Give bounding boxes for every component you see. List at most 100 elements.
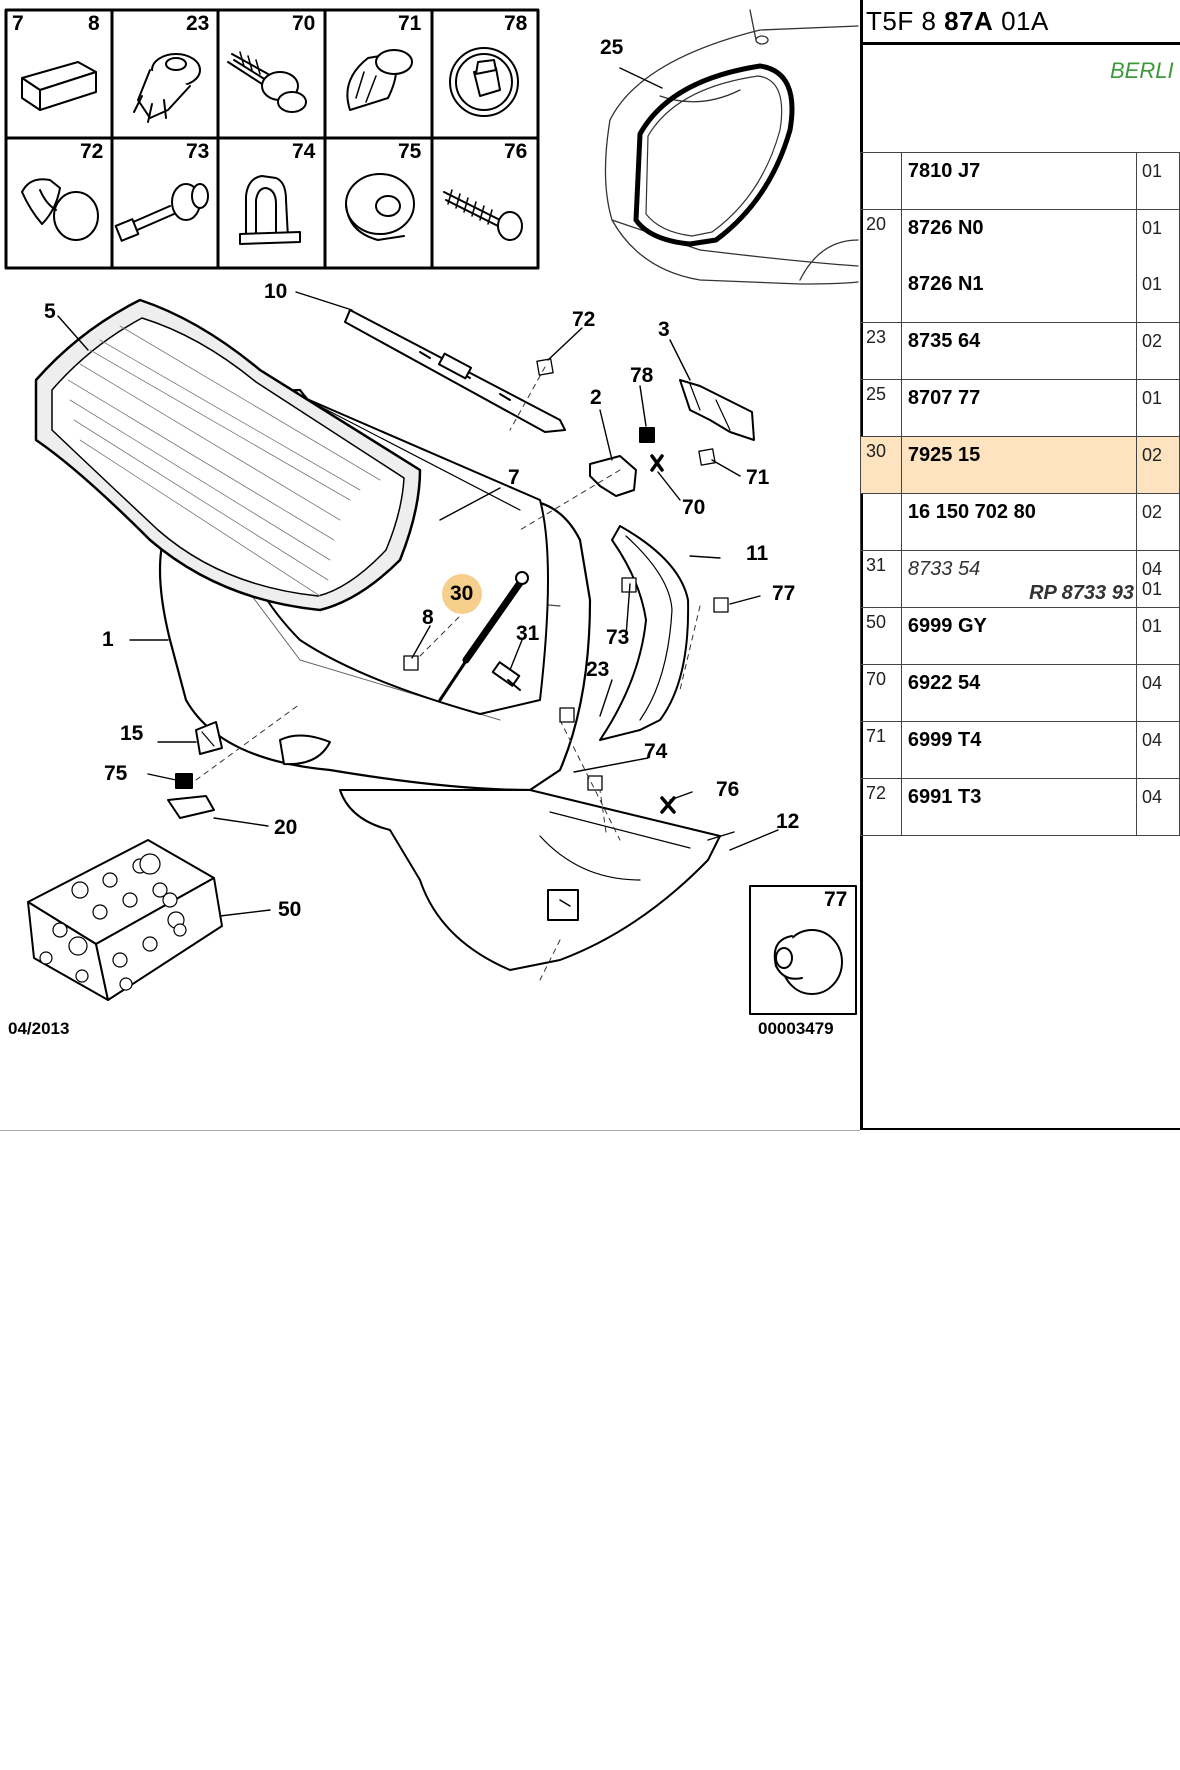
inset-label: 70 [292, 12, 315, 35]
quantity-text: 02 [1141, 331, 1162, 351]
clip-23-icon [133, 53, 201, 123]
panel-bottom-rule [860, 1128, 1180, 1130]
part-number[interactable]: 7810 J7 [902, 153, 1136, 209]
leader-lines [57, 67, 779, 917]
emblem-15 [195, 721, 223, 755]
part-number[interactable]: 6999 GY [902, 608, 1136, 664]
qty-cell: 02 [1135, 493, 1180, 551]
pin-73-icon [114, 183, 209, 242]
callout-8: 8 [422, 606, 434, 629]
ref-number [860, 152, 902, 210]
callout-10: 10 [264, 280, 287, 303]
callout-72: 72 [572, 308, 595, 331]
part-cell: 7925 15 [900, 436, 1137, 494]
part-number-text: 8726 N1 [907, 273, 984, 295]
side-trim-11 [599, 525, 690, 741]
quantity: 04 [1137, 779, 1179, 835]
part-number-text: 6999 GY [907, 615, 987, 637]
part-number-text: 6999 T4 [907, 729, 982, 751]
quantity: 01 [1137, 153, 1179, 209]
panel-divider [860, 42, 1180, 45]
callout-74: 74 [644, 740, 668, 763]
part-number[interactable]: 7925 15 [902, 437, 1136, 493]
ref-number: 30 [860, 436, 902, 494]
fastener-inset-grid [4, 8, 540, 270]
quantity-text: 01 [1141, 616, 1162, 636]
lower-trim-12 [339, 789, 721, 971]
ref-number: 50 [860, 607, 902, 665]
quantity: 04 [1137, 665, 1179, 721]
callout-31: 31 [516, 622, 540, 645]
foam-block-icon [21, 61, 97, 111]
part-number[interactable]: 6999 T4 [902, 722, 1136, 778]
qty-cell: 02 [1135, 436, 1180, 494]
part-number-text: 16 150 702 80 [907, 501, 1036, 523]
part-number[interactable]: 8707 77 [902, 380, 1136, 436]
callout-78: 78 [630, 364, 654, 387]
callout-75: 75 [104, 762, 128, 785]
ref-number [860, 493, 902, 551]
part-number[interactable]: 8726 N1 [902, 266, 1136, 322]
quantity-text: 04 [1141, 787, 1162, 807]
callout-1: 1 [102, 628, 114, 651]
replacement-part[interactable]: RP 8733 93 [1029, 582, 1134, 604]
part-number-text: 8707 77 [907, 387, 981, 409]
qty-cell: 04 [1135, 778, 1180, 836]
marker-squares [403, 358, 729, 791]
part-number[interactable]: 6922 54 [902, 665, 1136, 721]
exploded-parts-diagram: 7 8 23 70 71 78 72 73 74 75 76 77 1 2 3 … [4, 8, 859, 1038]
part-number[interactable]: 8726 N0 [902, 210, 1136, 266]
callout-30: 30 [450, 582, 473, 605]
callout-71: 71 [746, 466, 770, 489]
code-bold: 87A [944, 6, 994, 36]
quantity-text: 04 [1141, 730, 1162, 750]
inset-label: 71 [398, 12, 422, 35]
part-number[interactable]: 8735 64 [902, 323, 1136, 379]
quantity-text: 01 [1141, 218, 1162, 238]
part-cell: 7810 J7 [900, 152, 1137, 210]
inset-label: 78 [504, 12, 528, 35]
parts-row[interactable]: 16 150 702 80 02 [860, 493, 1180, 551]
part-number-text: 6922 54 [907, 672, 981, 694]
inset-label: 74 [292, 140, 316, 163]
quantity-text: 02 [1141, 502, 1162, 522]
callout-20: 20 [274, 816, 297, 839]
inset-label: 7 [12, 12, 24, 35]
callout-50: 50 [278, 898, 301, 921]
part-number[interactable]: 16 150 702 80 [902, 494, 1136, 550]
diagram-number: 00003479 [758, 1019, 834, 1038]
inset-label: 73 [186, 140, 209, 163]
quantity-text: 01 [1141, 388, 1162, 408]
license-lamp-20 [167, 795, 215, 819]
callout-2: 2 [590, 386, 602, 409]
part-cell: 6922 54 [900, 664, 1137, 722]
spoiler-part [344, 309, 566, 433]
callout-76: 76 [716, 778, 739, 801]
part-number[interactable]: 6991 T3 [902, 779, 1136, 835]
quantity: 02 [1137, 323, 1179, 379]
inset-77-label: 77 [824, 888, 847, 911]
callout-3: 3 [658, 318, 670, 341]
foam-pad-78 [639, 427, 655, 443]
inset-grid-labels: 7 8 2 3 70 71 78 72 73 74 75 76 77 [12, 12, 847, 911]
callout-15: 15 [120, 722, 144, 745]
quantity-text: 04 [1141, 559, 1162, 579]
rear-window-seal [633, 63, 795, 247]
callout-73: 73 [606, 626, 629, 649]
code-suffix: 01A [993, 6, 1049, 36]
